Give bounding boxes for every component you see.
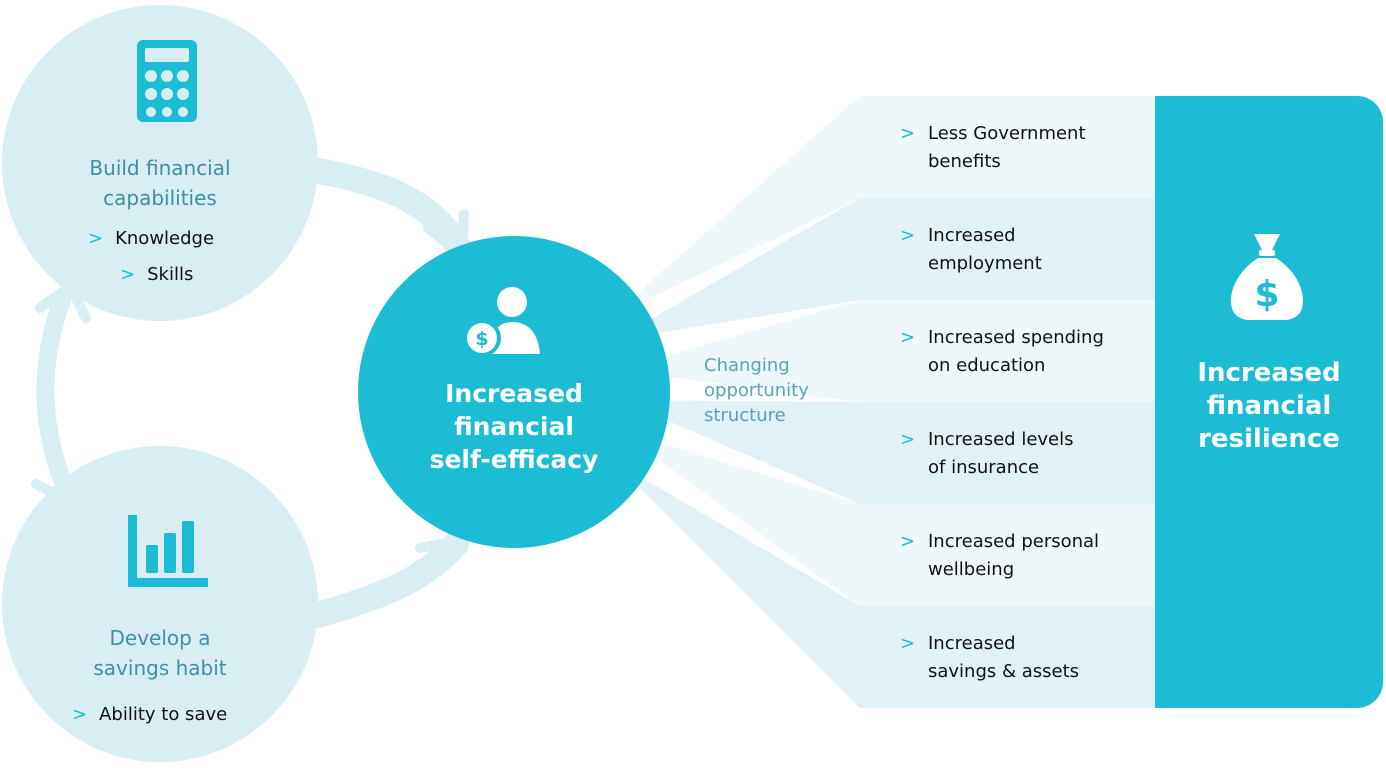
person-dollar-icon: $ — [463, 287, 540, 356]
bullet-marker: > — [72, 704, 88, 725]
fan-band — [615, 198, 1155, 340]
outcome-item: > Less Government benefits — [900, 120, 1160, 176]
build-title-line: Build financial — [89, 156, 231, 180]
savings-title-line: savings habit — [93, 656, 227, 680]
bullet-marker: > — [120, 264, 136, 285]
outcome-item: > Increased personal wellbeing — [900, 528, 1160, 584]
build-title: Build financial capabilities — [40, 153, 280, 213]
fan-band — [618, 300, 1155, 402]
outcome-line: Increased — [928, 225, 1016, 246]
outcome-line: of insurance — [928, 457, 1040, 478]
bullet-marker: > — [900, 531, 916, 552]
self-efficacy-title: Increased financial self-efficacy — [383, 377, 645, 476]
fan-band — [612, 460, 1155, 708]
bullet-text: Knowledge — [115, 228, 215, 249]
outcome-line: Increased — [928, 633, 1016, 654]
resilience-title: Increased financial resilience — [1160, 357, 1378, 456]
outcome-item: > Increased employment — [900, 222, 1160, 278]
bullet-text: Skills — [147, 264, 194, 285]
bullet-marker: > — [900, 327, 916, 348]
bullet-marker: > — [900, 429, 916, 450]
outcome-line: on education — [928, 355, 1046, 376]
outcome-line: Increased spending — [928, 327, 1104, 348]
center-title-line: financial — [454, 412, 574, 441]
bullet-marker: > — [900, 123, 916, 144]
svg-text:$: $ — [475, 328, 488, 350]
financial-resilience-panel — [1155, 96, 1383, 708]
outcome-line: Less Government — [928, 123, 1086, 144]
resilience-title-line: resilience — [1198, 424, 1340, 454]
fan-band — [618, 430, 1155, 606]
outcome-line: Increased levels — [928, 429, 1074, 450]
bullet-marker: > — [88, 228, 104, 249]
outcome-item: > Increased spending on education — [900, 324, 1160, 380]
outcome-line: benefits — [928, 151, 1001, 172]
arrow-vertical-link — [36, 291, 71, 489]
savings-title-line: Develop a — [109, 626, 211, 650]
changing-opportunity-label: Changing opportunity structure — [704, 353, 854, 428]
svg-text:$: $ — [1254, 274, 1279, 315]
bullet-marker: > — [900, 225, 916, 246]
fan-band — [612, 96, 1155, 316]
resilience-title-line: Increased — [1197, 358, 1341, 388]
bullet-marker: > — [900, 633, 916, 654]
bullet-skills: > Skills — [120, 264, 193, 285]
savings-habit-circle — [2, 446, 318, 762]
changing-line: opportunity — [704, 380, 809, 401]
outcome-line: Increased personal — [928, 531, 1100, 552]
bullet-text: Ability to save — [99, 704, 228, 725]
money-bag-icon: $ — [1231, 234, 1303, 320]
center-title-line: self-efficacy — [429, 445, 599, 474]
bar-chart-icon — [128, 515, 208, 587]
outcome-line: savings & assets — [928, 661, 1080, 682]
outcome-item: > Increased levels of insurance — [900, 426, 1160, 482]
bullet-knowledge: > Knowledge — [88, 228, 214, 249]
outcome-line: employment — [928, 253, 1042, 274]
center-title-line: Increased — [445, 379, 583, 408]
build-title-line: capabilities — [103, 186, 217, 210]
calculator-icon — [137, 40, 197, 122]
outcome-line: wellbeing — [928, 559, 1015, 580]
resilience-title-line: financial — [1206, 391, 1332, 421]
changing-line: structure — [704, 405, 786, 426]
arrow-build-to-center — [287, 155, 471, 259]
fan-band — [620, 400, 1155, 504]
changing-line: Changing — [704, 355, 790, 376]
bullet-ability-to-save: > Ability to save — [72, 704, 227, 725]
arrow-savings-to-center — [287, 531, 469, 633]
outcome-item: > Increased savings & assets — [900, 630, 1160, 686]
savings-title: Develop a savings habit — [40, 623, 280, 683]
